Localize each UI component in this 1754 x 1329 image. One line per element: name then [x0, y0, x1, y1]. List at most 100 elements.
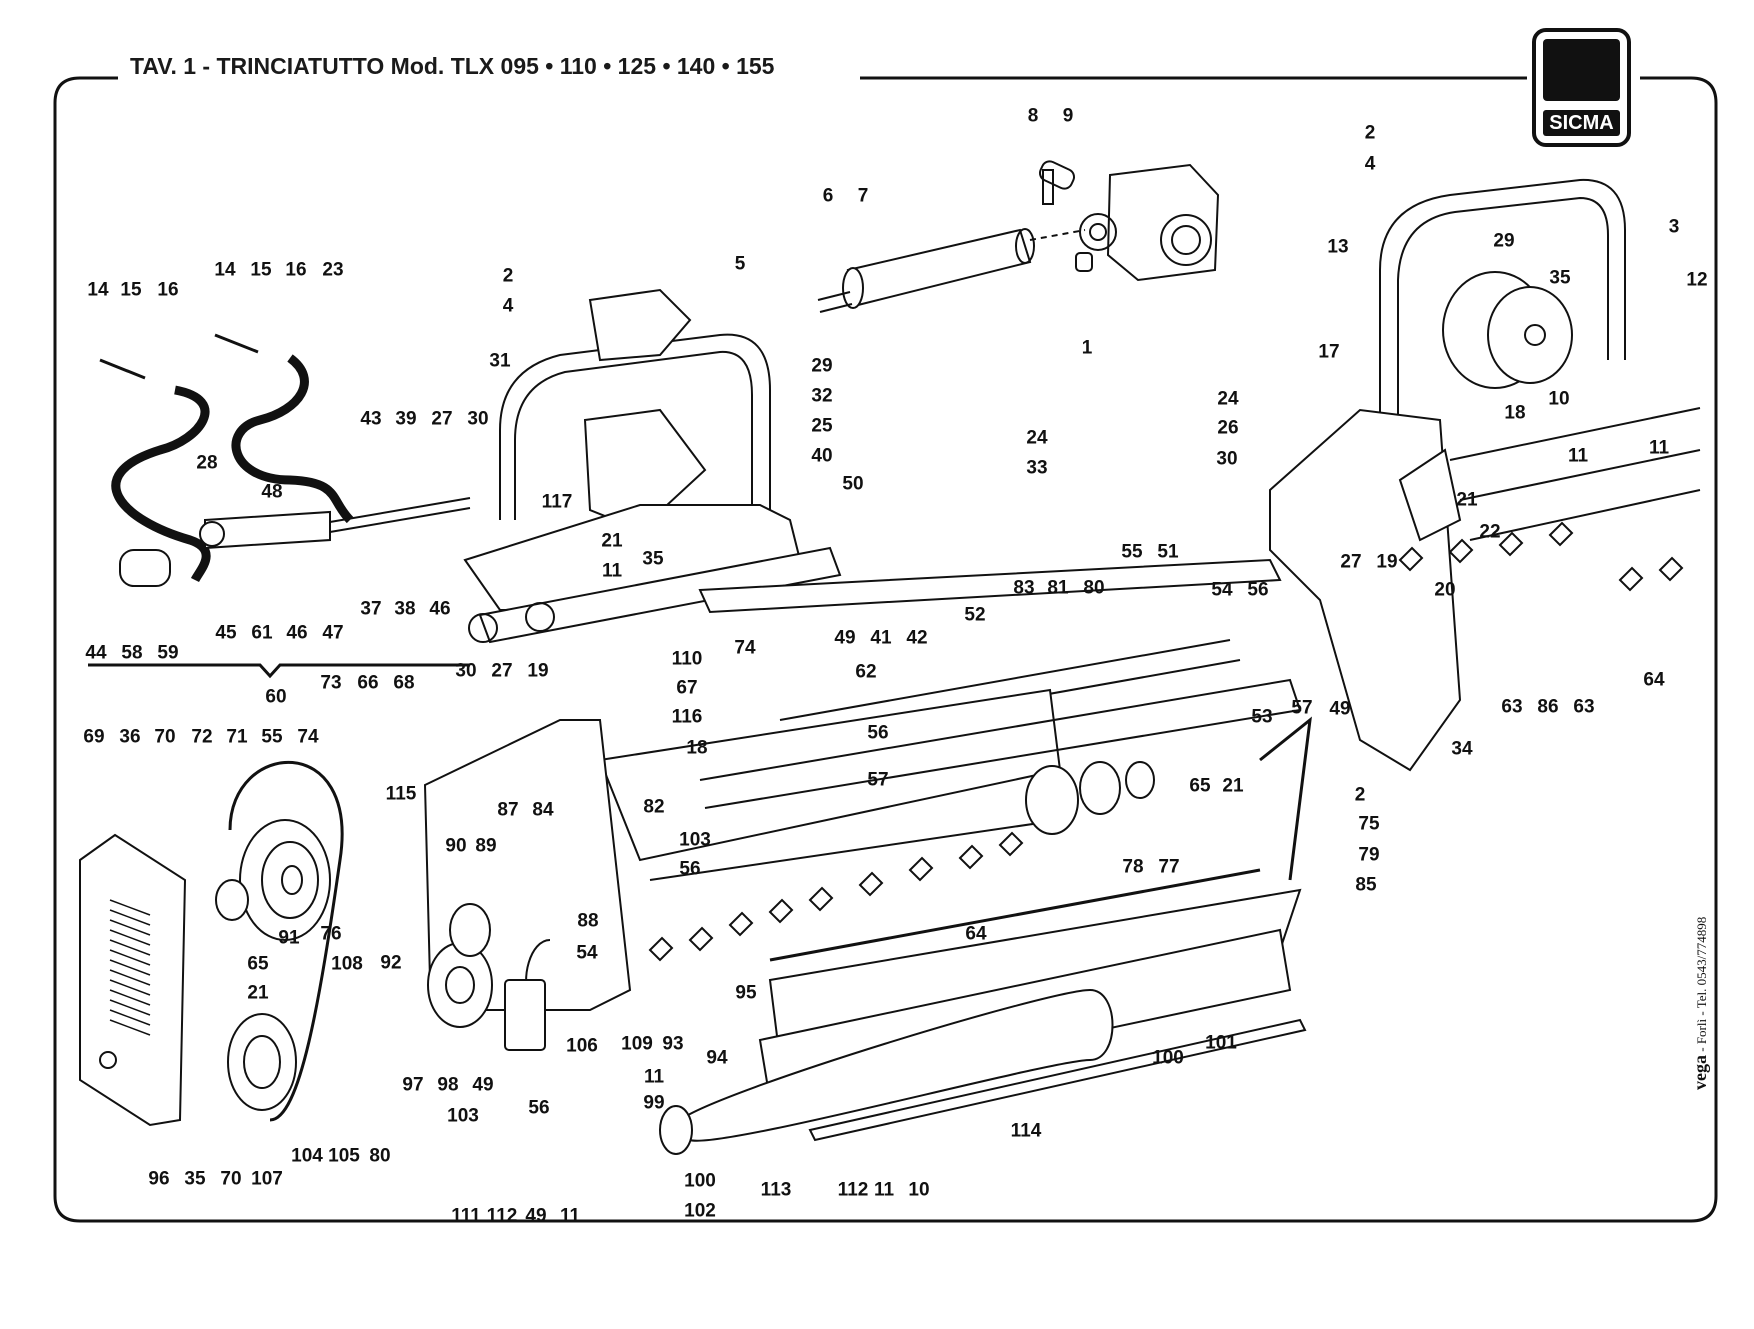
- callout-115: 115: [385, 783, 417, 805]
- callout-42: 42: [906, 627, 928, 649]
- callout-86: 86: [1537, 696, 1559, 718]
- callout-61: 61: [251, 622, 273, 644]
- callout-18b: 18: [686, 737, 708, 759]
- callout-79: 79: [1358, 844, 1380, 866]
- callout-70a: 70: [154, 726, 176, 748]
- callout-66: 66: [357, 672, 379, 694]
- callout-106: 106: [566, 1035, 598, 1057]
- rotor-assembly: [598, 558, 1312, 1155]
- callout-44: 44: [85, 642, 107, 664]
- callout-56b: 56: [867, 722, 889, 744]
- callout-3: 3: [1668, 216, 1680, 238]
- callout-18a: 18: [1504, 402, 1526, 424]
- callout-49d: 49: [525, 1205, 547, 1227]
- callout-41: 41: [870, 627, 892, 649]
- callout-11c: 11: [1567, 445, 1589, 467]
- logo-mark: [1543, 39, 1620, 101]
- flail-knives: [648, 521, 1684, 962]
- callout-45: 45: [215, 622, 237, 644]
- callout-7: 7: [857, 185, 869, 207]
- callout-15a: 15: [120, 279, 142, 301]
- callout-15b: 15: [250, 259, 272, 281]
- callout-10b: 10: [908, 1179, 930, 1201]
- callout-116: 116: [671, 706, 703, 728]
- callout-54a: 54: [1211, 579, 1233, 601]
- callout-23: 23: [322, 259, 344, 281]
- callout-39: 39: [395, 408, 417, 430]
- belt-guard: [79, 833, 187, 1127]
- callout-113: 113: [760, 1179, 792, 1201]
- callout-47: 47: [322, 622, 344, 644]
- callout-92: 92: [380, 952, 402, 974]
- callout-80a: 80: [1083, 577, 1105, 599]
- callout-111: 111: [451, 1205, 481, 1227]
- callout-21b: 21: [1456, 489, 1478, 511]
- callout-27a: 27: [431, 408, 453, 430]
- callout-30a: 30: [467, 408, 489, 430]
- callout-1a: 1: [1081, 337, 1093, 359]
- hose-group-bracket: [88, 663, 470, 679]
- callout-54b: 54: [576, 942, 598, 964]
- callout-73: 73: [320, 672, 342, 694]
- callout-63b: 63: [1573, 696, 1595, 718]
- callout-56a: 56: [1247, 579, 1269, 601]
- callout-52: 52: [964, 604, 986, 626]
- callout-57b: 57: [867, 769, 889, 791]
- callout-2a: 2: [502, 265, 514, 287]
- callout-94: 94: [706, 1047, 728, 1069]
- callout-50: 50: [842, 473, 864, 495]
- callout-34: 34: [1451, 738, 1473, 760]
- page-title: TAV. 1 - TRINCIATUTTO Mod. TLX 095 • 110…: [120, 53, 785, 80]
- callout-56c: 56: [679, 858, 701, 880]
- callout-11a: 11: [601, 560, 623, 582]
- callout-51: 51: [1157, 541, 1179, 563]
- callout-57a: 57: [1291, 697, 1313, 719]
- callout-64b: 64: [965, 923, 987, 945]
- callout-20: 20: [1434, 579, 1456, 601]
- callout-100a: 100: [1152, 1047, 1184, 1069]
- callout-27b: 27: [1340, 551, 1362, 573]
- callout-35c: 35: [184, 1168, 206, 1190]
- callout-10a: 10: [1548, 388, 1570, 410]
- callout-35a: 35: [642, 548, 664, 570]
- callout-46b: 46: [286, 622, 308, 644]
- callout-90: 90: [445, 835, 467, 857]
- callout-55a: 55: [1121, 541, 1143, 563]
- callout-114: 114: [1010, 1120, 1042, 1142]
- callout-16a: 16: [157, 279, 179, 301]
- callout-70b: 70: [220, 1168, 242, 1190]
- hitch-frame-left: [463, 288, 842, 644]
- callout-72: 72: [191, 726, 213, 748]
- callout-77: 77: [1158, 856, 1180, 878]
- callout-48: 48: [261, 481, 283, 503]
- callout-9: 9: [1062, 105, 1074, 127]
- callout-76: 76: [320, 923, 342, 945]
- callout-22: 22: [1479, 521, 1501, 543]
- callout-49c: 49: [472, 1074, 494, 1096]
- gearbox-assembly: [1038, 160, 1220, 282]
- callout-28: 28: [196, 452, 218, 474]
- callout-16b: 16: [285, 259, 307, 281]
- callout-5: 5: [734, 253, 746, 275]
- callout-29b: 29: [1493, 230, 1515, 252]
- callout-109: 109: [621, 1033, 653, 1055]
- callout-100b: 100: [684, 1170, 716, 1192]
- print-credit: vega - Forlì - Tel. 0543/774898: [1690, 917, 1711, 1090]
- callout-21d: 21: [247, 982, 269, 1004]
- callout-110: 110: [671, 648, 703, 670]
- callout-107: 107: [251, 1168, 283, 1190]
- hydraulic-hoses: [99, 333, 471, 587]
- callout-27c: 27: [491, 660, 513, 682]
- callout-40: 40: [811, 445, 833, 467]
- callout-96: 96: [148, 1168, 170, 1190]
- callout-19b: 19: [527, 660, 549, 682]
- callout-24b: 24: [1217, 388, 1239, 410]
- callout-11e: 11: [559, 1205, 581, 1227]
- credit-contact: - Forlì - Tel. 0543/774898: [1694, 916, 1709, 1055]
- callout-81: 81: [1047, 577, 1069, 599]
- callout-35b: 35: [1549, 267, 1571, 289]
- callout-11b: 11: [1648, 437, 1670, 459]
- callout-97: 97: [402, 1074, 424, 1096]
- callout-11f: 11: [873, 1179, 895, 1201]
